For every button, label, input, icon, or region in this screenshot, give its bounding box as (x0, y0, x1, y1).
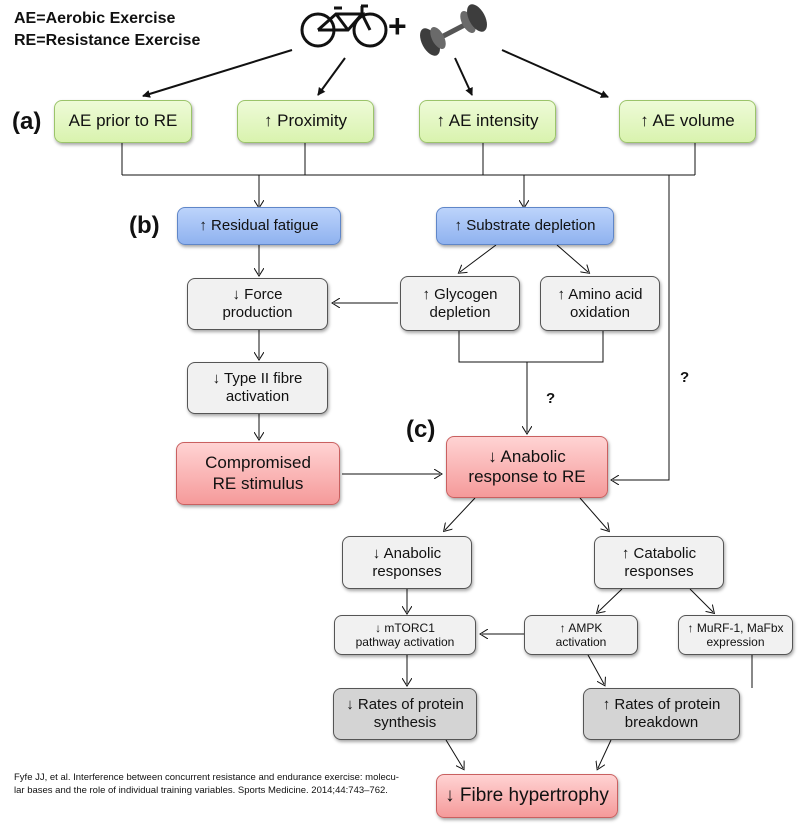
amino-line-1: ↑ Amino acid (557, 285, 643, 303)
citation-line-2: lar bases and the role of individual tra… (14, 784, 388, 796)
ampk-line-1: ↑ AMPK (559, 620, 603, 635)
anabolic-re-line-1: ↓ Anabolic (488, 446, 566, 466)
box-fibre-hypertrophy: ↓ Fibre hypertrophy (436, 774, 618, 818)
box-ae-volume-text: ↑ AE volume (640, 111, 735, 131)
bicycle-icon (300, 4, 388, 48)
arrow-catabolic-to-murf (689, 588, 713, 612)
murf-line-1: ↑ MuRF-1, MaFbx (687, 620, 784, 635)
box-ae-volume: ↑ AE volume (619, 100, 756, 143)
type2-line-2: activation (225, 388, 290, 405)
breakdown-line-2: breakdown (624, 714, 699, 731)
box-anabolic-responses: ↓ Anabolic responses (342, 536, 472, 589)
amino-line-2: oxidation (569, 303, 631, 321)
question-mark-volume: ? (680, 369, 690, 386)
breakdown-line-1: ↑ Rates of protein (602, 696, 721, 713)
arrow-catabolic-to-ampk (598, 588, 623, 612)
arrow-bike-to-proximity (317, 57, 346, 96)
arrow-substrate-to-glycogen (460, 244, 497, 272)
box-ae-intensity: ↑ AE intensity (419, 100, 556, 143)
box-compromised-stimulus: Compromised RE stimulus (176, 442, 340, 505)
box-glycogen-depletion: ↑ Glycogen depletion (400, 276, 520, 331)
box-proximity-text: ↑ Proximity (263, 111, 348, 131)
anabolic-responses-line-1: ↓ Anabolic (372, 544, 442, 562)
box-ae-intensity-text: ↑ AE intensity (436, 111, 539, 131)
legend-ae: AE=Aerobic Exercise (14, 10, 176, 27)
box-ae-prior: AE prior to RE (54, 100, 192, 143)
arrow-bike-to-prior (142, 49, 293, 98)
anabolic-re-line-2: response to RE (468, 467, 586, 486)
force-line-2: production (222, 304, 293, 321)
box-murf: ↑ MuRF-1, MaFbx expression (678, 615, 793, 655)
dumbbell-icon (420, 4, 487, 56)
legend-re: RE=Resistance Exercise (14, 32, 201, 49)
synthesis-line-1: ↓ Rates of protein (346, 696, 464, 713)
arrow-murf-to-breakdown-tip (740, 688, 752, 690)
box-force-production: ↓ Force production (187, 278, 328, 330)
catabolic-responses-line-1: ↑ Catabolic (621, 544, 697, 562)
box-mtorc1: ↓ mTORC1 pathway activation (334, 615, 476, 655)
mtorc-line-1: ↓ mTORC1 (375, 620, 435, 635)
box-substrate-depletion-text: ↑ Substrate depletion (454, 217, 596, 234)
glycogen-line-2: depletion (429, 303, 491, 321)
type2-line-1: ↓ Type II fibre (212, 370, 303, 387)
box-anabolic-response-re: ↓ Anabolic response to RE (446, 436, 608, 498)
arrow-to-anabolic-responses (445, 497, 476, 530)
box-protein-synthesis: ↓ Rates of protein synthesis (333, 688, 477, 740)
box-protein-breakdown: ↑ Rates of protein breakdown (583, 688, 740, 740)
hypertrophy-text: ↓ Fibre hypertrophy (445, 784, 609, 806)
bracket-glycogen-amino (458, 331, 604, 363)
glycogen-line-1: ↑ Glycogen (422, 285, 498, 303)
arrow-weights-to-intensity (454, 57, 473, 96)
citation-line-1: Fyfe JJ, et al. Interference between con… (14, 772, 399, 783)
question-mark-substrate: ? (546, 390, 556, 407)
arrow-weights-to-volume (501, 49, 609, 98)
mtorc-line-2: pathway activation (355, 635, 455, 649)
box-type2-fibre: ↓ Type II fibre activation (187, 362, 328, 414)
box-substrate-depletion: ↑ Substrate depletion (436, 207, 614, 245)
arrow-substrate-to-amino (556, 244, 588, 272)
box-residual-fatigue: ↑ Residual fatigue (177, 207, 341, 245)
arrow-breakdown-to-hypertrophy (598, 739, 612, 768)
label-b: (b) (129, 212, 160, 239)
synthesis-line-2: synthesis (373, 714, 437, 731)
force-line-1: ↓ Force (232, 286, 283, 303)
box-proximity: ↑ Proximity (237, 100, 374, 143)
compromised-line-2: RE stimulus (212, 473, 304, 493)
label-c: (c) (406, 416, 436, 443)
box-catabolic-responses: ↑ Catabolic responses (594, 536, 724, 589)
box-residual-fatigue-text: ↑ Residual fatigue (199, 217, 319, 234)
citation: Fyfe JJ, et al. Interference between con… (14, 772, 434, 798)
box-ampk: ↑ AMPK activation (524, 615, 638, 655)
ampk-line-2: activation (555, 635, 607, 649)
arrow-volume-to-anabolic (613, 175, 670, 480)
box-amino-acid-oxidation: ↑ Amino acid oxidation (540, 276, 660, 331)
label-a: (a) (12, 108, 42, 135)
murf-line-2: expression (706, 635, 765, 649)
compromised-line-1: Compromised (205, 453, 311, 473)
anabolic-responses-line-2: responses (372, 562, 442, 580)
arrow-to-catabolic-responses (579, 497, 608, 530)
plus-sign: + (388, 8, 407, 44)
box-ae-prior-text: AE prior to RE (68, 111, 178, 131)
arrow-synthesis-to-hypertrophy (445, 739, 463, 768)
catabolic-responses-line-2: responses (624, 562, 694, 580)
arrow-ampk-to-breakdown (587, 654, 604, 684)
